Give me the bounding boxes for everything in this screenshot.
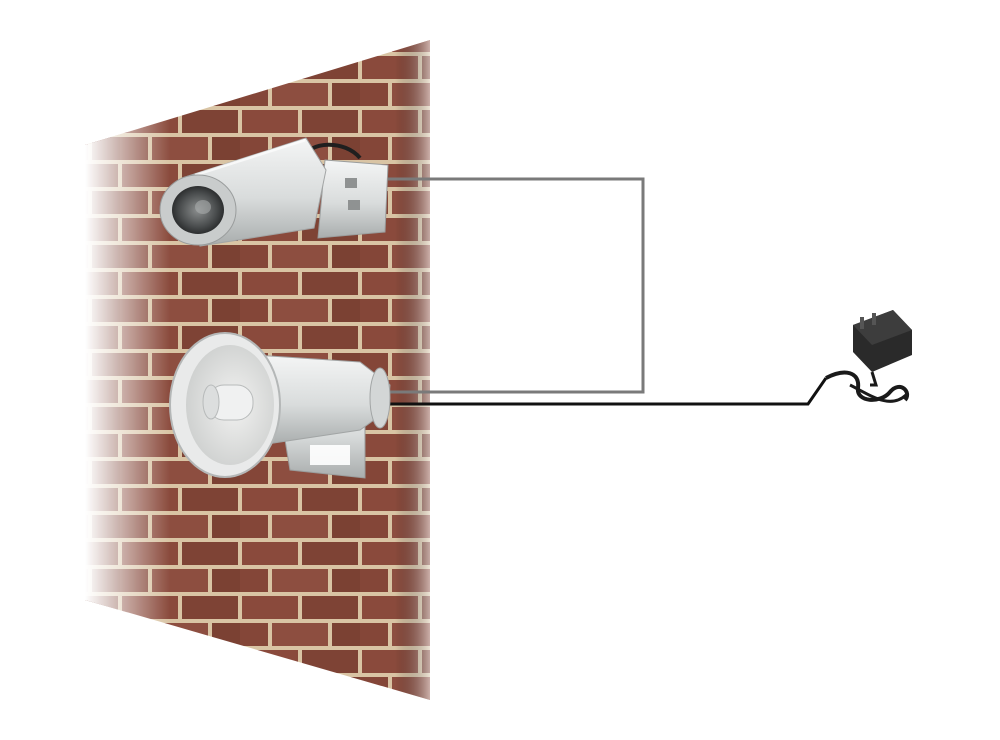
signal-cable — [388, 177, 645, 394]
power-adapter-icon — [853, 310, 912, 387]
horn-speaker-icon — [169, 332, 391, 479]
camera-mount-bracket — [317, 159, 389, 239]
bullet-camera-icon — [159, 137, 389, 247]
power-cable — [388, 370, 910, 406]
